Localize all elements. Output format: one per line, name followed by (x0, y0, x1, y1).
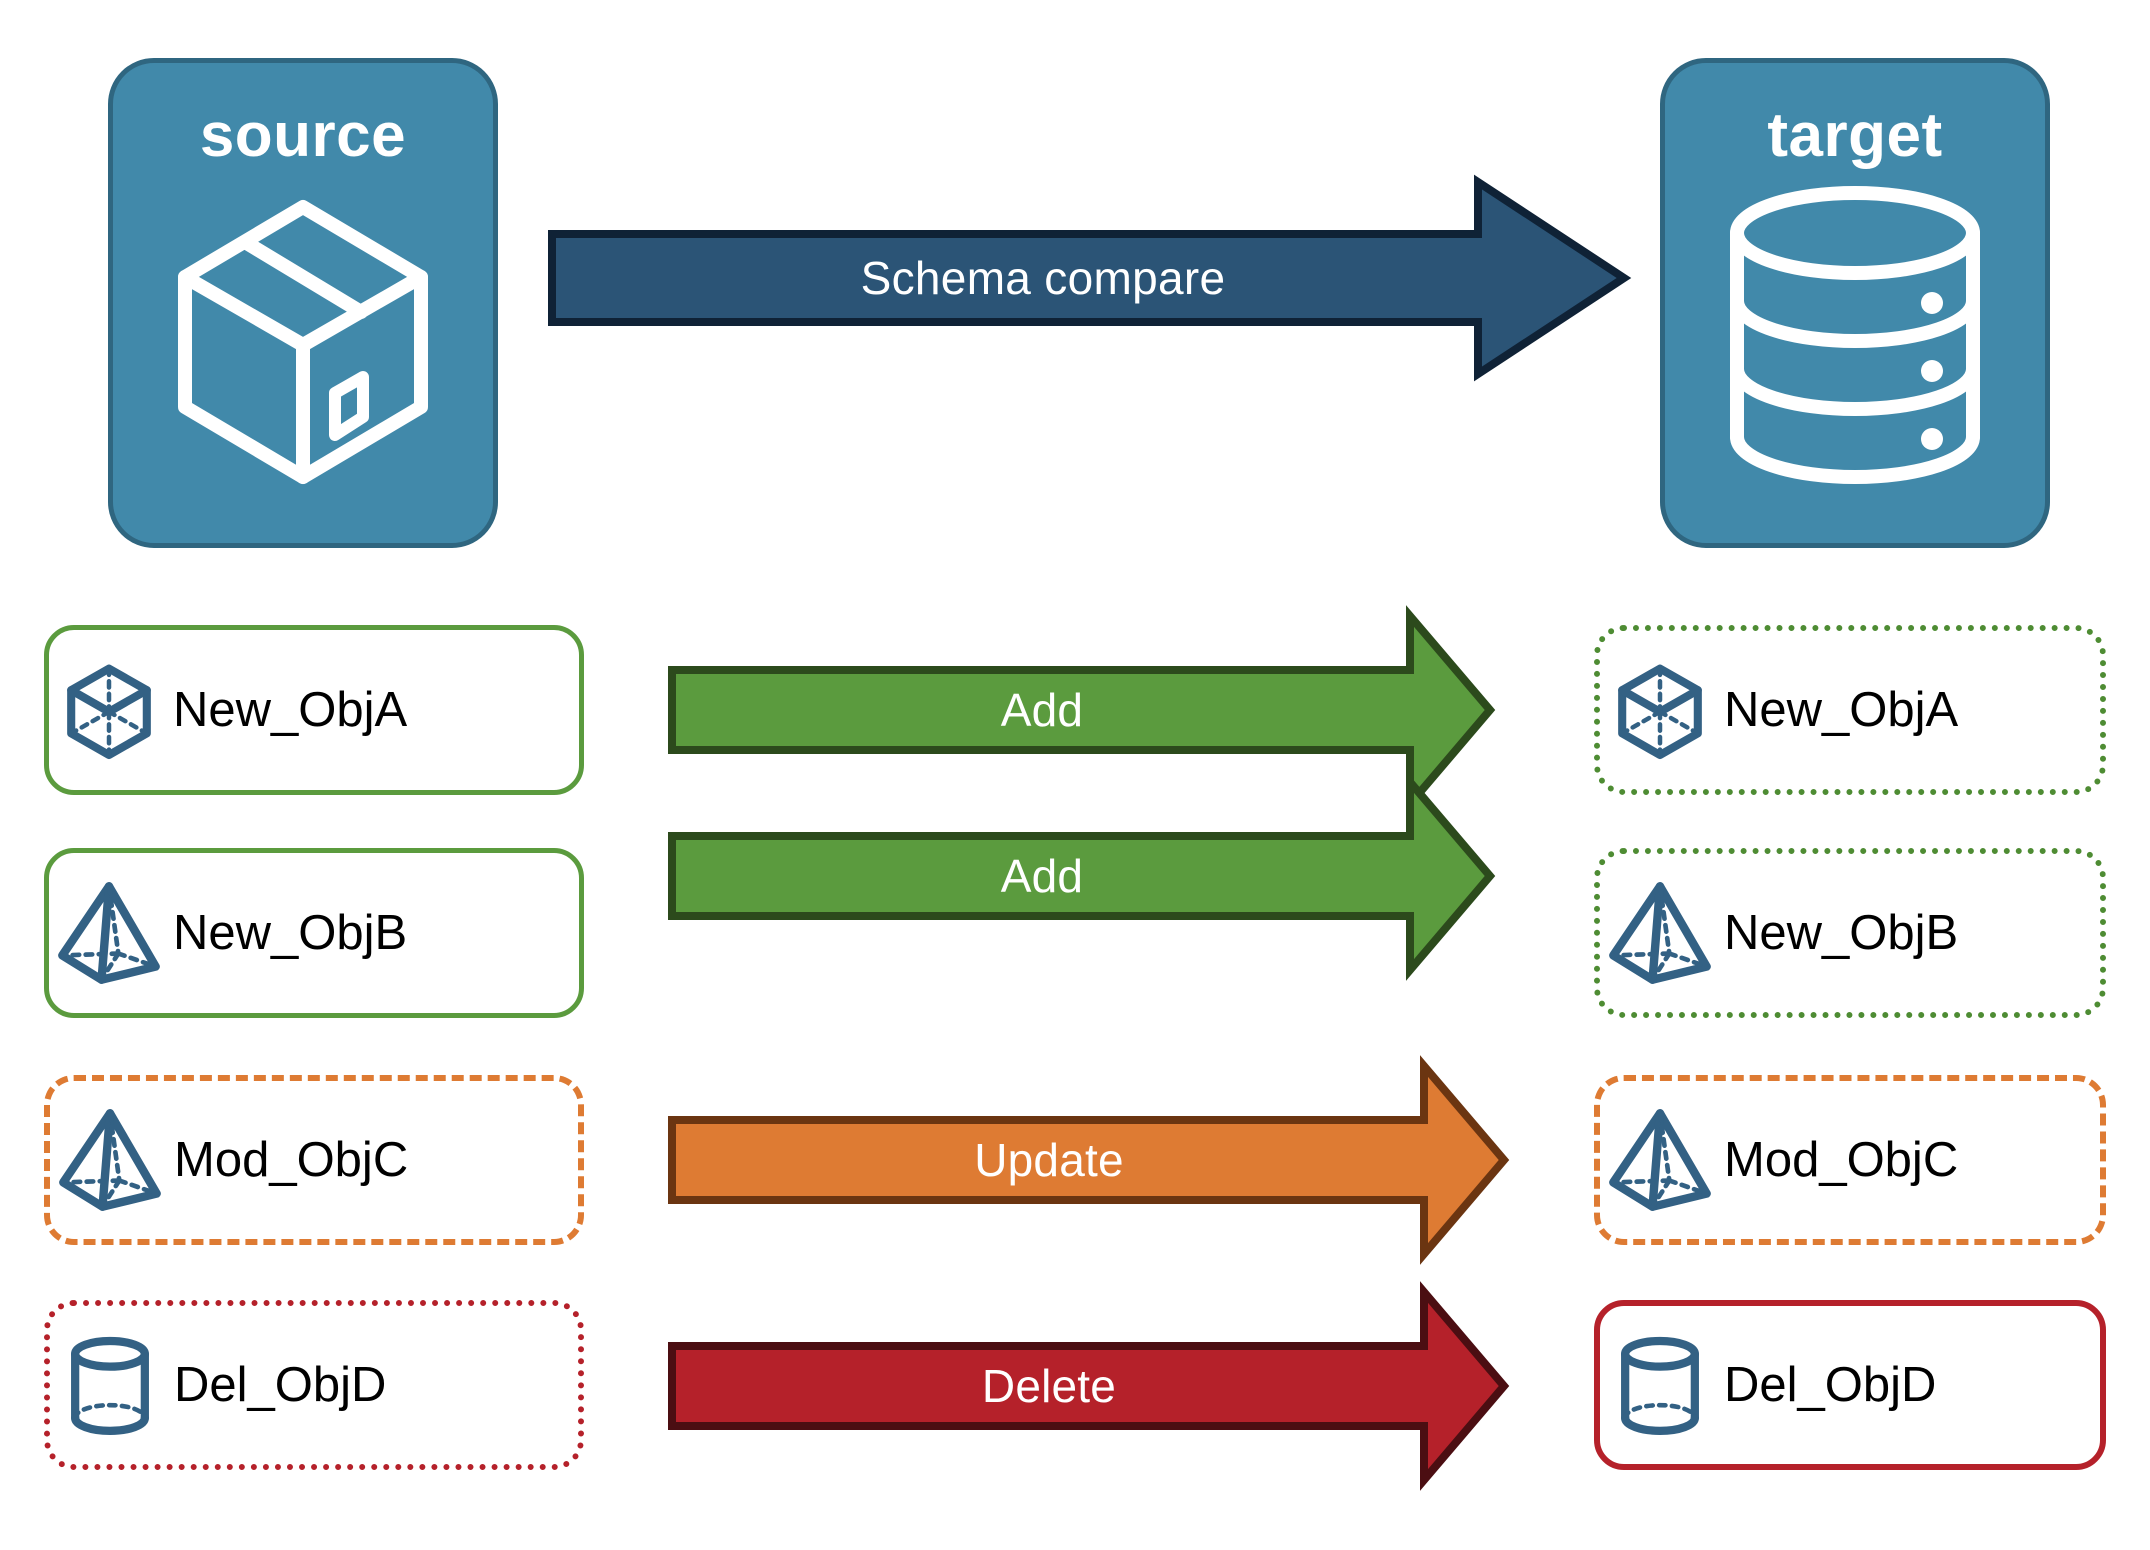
source-object-label-0: New_ObjA (173, 682, 408, 737)
target-object-row-0[interactable]: New_ObjA (1594, 625, 2106, 795)
right-arrow-icon (668, 1281, 1510, 1491)
endpoint-target[interactable]: target (1660, 58, 2050, 548)
target-object-row-2[interactable]: Mod_ObjC (1594, 1075, 2106, 1245)
action-arrow-row-3[interactable]: Delete (668, 1281, 1510, 1491)
target-object-row-3[interactable]: Del_ObjD (1594, 1300, 2106, 1470)
schema-compare-arrow[interactable]: Schema compare (548, 174, 1632, 382)
source-object-label-1: New_ObjB (173, 905, 408, 960)
target-object-label-0: New_ObjA (1724, 682, 1959, 737)
target-object-row-1[interactable]: New_ObjB (1594, 848, 2106, 1018)
wireframe-cylinder-icon (50, 1330, 170, 1440)
source-object-row-2[interactable]: Mod_ObjC (44, 1075, 584, 1245)
target-object-label-1: New_ObjB (1724, 905, 1959, 960)
action-arrow-row-2[interactable]: Update (668, 1055, 1510, 1265)
wireframe-cube-icon (49, 656, 169, 764)
right-arrow-icon (548, 174, 1632, 382)
target-object-label-2: Mod_ObjC (1724, 1132, 1959, 1187)
source-object-label-3: Del_ObjD (174, 1357, 387, 1412)
source-object-label-2: Mod_ObjC (174, 1132, 409, 1187)
right-arrow-icon (668, 1055, 1510, 1265)
wireframe-cylinder-icon (1600, 1330, 1720, 1440)
endpoint-source[interactable]: source (108, 58, 498, 548)
wireframe-pyramid-icon (50, 1104, 170, 1216)
wireframe-pyramid-icon (1600, 1104, 1720, 1216)
right-arrow-icon (668, 605, 1496, 815)
source-object-row-1[interactable]: New_ObjB (44, 848, 584, 1018)
endpoint-target-label: target (1767, 101, 1943, 170)
wireframe-cube-icon (1600, 656, 1720, 764)
endpoint-source-label: source (199, 101, 407, 170)
target-object-label-3: Del_ObjD (1724, 1357, 1937, 1412)
wireframe-pyramid-icon (1600, 877, 1720, 989)
source-object-row-0[interactable]: New_ObjA (44, 625, 584, 795)
database-cylinder-icon (1720, 185, 1990, 485)
source-object-row-3[interactable]: Del_ObjD (44, 1300, 584, 1470)
action-arrow-row-1[interactable]: Add (668, 771, 1496, 981)
package-box-icon (163, 185, 443, 485)
right-arrow-icon (668, 771, 1496, 981)
wireframe-pyramid-icon (49, 877, 169, 989)
